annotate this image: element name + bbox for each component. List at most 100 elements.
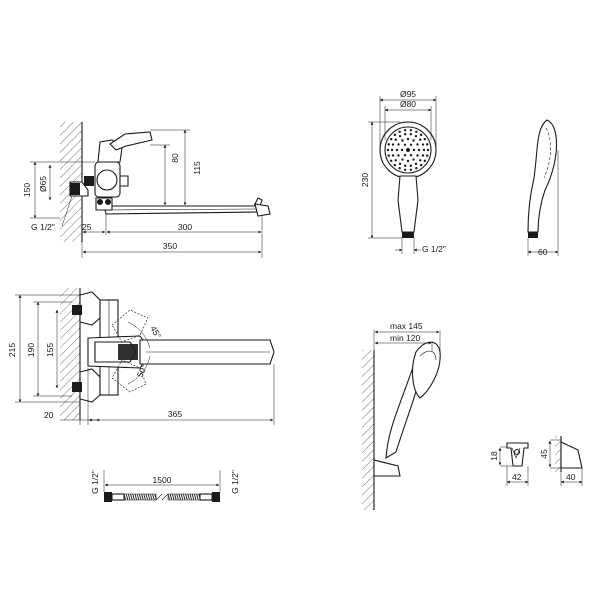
nozzle-dot [389, 137, 393, 141]
thread-label: G 1/2" [31, 222, 55, 232]
nozzle-dot [419, 163, 423, 167]
hose-coil [147, 493, 151, 501]
nozzle-dot [391, 154, 395, 157]
nozzle-dot [406, 159, 410, 163]
wall-hatch-3 [362, 350, 374, 510]
shower-handle [397, 175, 419, 233]
nozzle-dot [422, 148, 426, 152]
nozzle-dot [406, 137, 410, 141]
dim-60: 60 [538, 247, 548, 257]
nozzle-dot [409, 164, 412, 167]
hose-coil [130, 493, 133, 501]
hose-coil [145, 493, 149, 501]
side-profile [527, 119, 558, 233]
nozzle-dot [414, 162, 418, 166]
nozzle-dot [425, 154, 429, 157]
hose-coil [152, 493, 155, 501]
nozzle-dot [391, 143, 395, 146]
faucet-top-view: 45° 50° 215 190 155 20 365 [7, 288, 275, 425]
dim-215: 215 [7, 343, 17, 357]
hose-coil [196, 493, 199, 501]
nozzle-dot [397, 154, 400, 157]
nozzle-dot [403, 143, 407, 147]
hose-segment [123, 493, 157, 501]
hose-coil [187, 493, 190, 501]
wall-holder-view: max 145 min 120 [362, 321, 441, 510]
nozzle-center [406, 148, 410, 152]
hose-coils [123, 493, 201, 501]
hose-coil [189, 493, 193, 501]
nozzle-dot [426, 148, 430, 152]
nozzle-dot [409, 168, 413, 171]
hose-coil [125, 493, 129, 501]
dim-365: 365 [168, 409, 182, 419]
hose-coil [127, 493, 131, 501]
hose-thread-right: G 1/2" [230, 470, 240, 494]
nozzle-dot [403, 153, 407, 157]
faucet-body [94, 161, 121, 198]
shower-thread: G 1/2" [422, 244, 446, 254]
aerator [254, 203, 271, 217]
hose-coil [149, 493, 153, 501]
dim-300: 300 [178, 222, 192, 232]
hose-coil [180, 493, 184, 501]
hose-coil [132, 493, 135, 501]
hose-coil [123, 493, 127, 501]
nozzle-dot [416, 143, 419, 146]
nozzle-dot [412, 139, 415, 142]
dim-d65: Ø65 [38, 176, 48, 192]
nozzle-dot [417, 148, 421, 152]
dim-45: 45 [539, 449, 549, 459]
dim-1500: 1500 [153, 475, 172, 485]
hose-coil [134, 493, 138, 501]
nozzle-dot [393, 133, 397, 137]
nozzle-dot [419, 138, 422, 141]
shower-head-front: Ø95 Ø80 230 G 1/2" [360, 89, 446, 254]
spout [103, 197, 263, 215]
nozzle-dot [398, 162, 402, 166]
dim-18: 18 [489, 451, 499, 461]
shower-hose: 1500 G 1/2" G 1/2" [90, 470, 240, 502]
bracket-front: 18 42 [489, 442, 529, 486]
hose-thread-left: G 1/2" [90, 470, 100, 494]
holder [373, 459, 401, 477]
nozzle-dot [409, 133, 412, 136]
dim-40: 40 [566, 472, 576, 482]
bracket-side: 45 40 [539, 436, 583, 486]
nozzle-dot [393, 163, 397, 167]
nozzle-dot [421, 143, 425, 146]
nozzle-dot [421, 154, 425, 157]
nozzle-dot [423, 159, 427, 163]
hose-coil [185, 493, 188, 501]
nozzle-dot [401, 158, 404, 161]
shower-head-side: 60 [527, 119, 559, 257]
dim-115: 115 [192, 161, 202, 175]
nozzle-dot [387, 154, 391, 157]
dim-min120: min 120 [390, 333, 421, 343]
nozzle-dot [415, 166, 418, 170]
nozzle-dot [398, 166, 401, 170]
dim-155: 155 [45, 343, 55, 357]
nozzle-dot [387, 143, 391, 146]
hose-coil [174, 493, 177, 501]
hose-coil [136, 493, 140, 501]
nozzle-dot [400, 148, 404, 152]
dim-max145: max 145 [390, 321, 423, 331]
nozzle-dot [415, 130, 418, 134]
hose-coil [167, 493, 171, 501]
angle-45: 45° [148, 324, 163, 340]
hose-coil [138, 493, 142, 501]
nozzle-dot [423, 137, 427, 141]
angle-50: 50° [135, 363, 149, 379]
dim-190: 190 [26, 343, 36, 357]
nozzle-dot [394, 159, 397, 162]
nozzle-dot [404, 133, 407, 136]
nozzle-dot [404, 164, 407, 167]
nozzle-dot [394, 138, 397, 141]
dim-d95: Ø95 [400, 89, 416, 99]
nozzle-dot [398, 130, 401, 134]
hose-coil [169, 493, 173, 501]
hose-coil [178, 493, 182, 501]
nozzle-dot [412, 148, 416, 152]
